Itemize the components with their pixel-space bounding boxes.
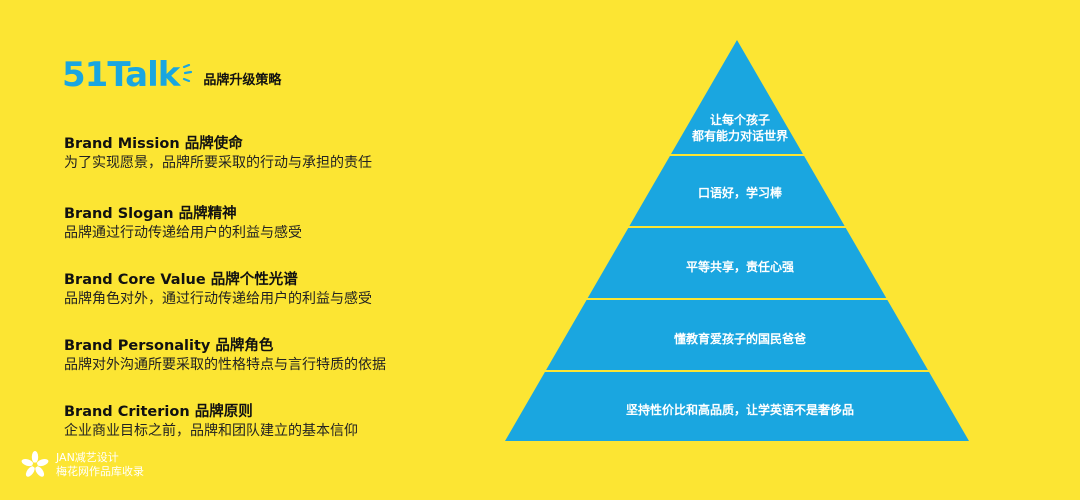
item-description: 品牌角色对外，通过行动传递给用户的利益与感受 xyxy=(64,291,372,307)
watermark-text: JAN减艺设计 梅花网作品库收录 xyxy=(56,451,144,479)
list-item-criterion: Brand Criterion 品牌原则 企业商业目标之前，品牌和团队建立的基本… xyxy=(64,403,358,440)
item-description: 为了实现愿景，品牌所要采取的行动与承担的责任 xyxy=(64,155,372,171)
pyramid-tier-2-label: 口语好，学习棒 xyxy=(697,186,782,200)
list-item-slogan: Brand Slogan 品牌精神 品牌通过行动传递给用户的利益与感受 xyxy=(64,205,302,242)
brand-logo: 51Talk xyxy=(62,55,180,95)
item-title: Brand Personality 品牌角色 xyxy=(64,338,274,354)
item-title: Brand Slogan 品牌精神 xyxy=(64,206,237,222)
brand-header: 51Talk 品牌升级策略 xyxy=(62,58,281,92)
pyramid-shape xyxy=(505,40,969,441)
list-item-mission: Brand Mission 品牌使命 为了实现愿景，品牌所要采取的行动与承担的责… xyxy=(64,135,372,172)
pyramid-tier-3-label: 平等共享，责任心强 xyxy=(685,260,794,274)
pyramid-tier-1-label: 让每个孩子 都有能力对话世界 xyxy=(560,112,920,144)
watermark-line: JAN减艺设计 xyxy=(56,451,119,464)
pyramid-tier-5-label: 坚持性价比和高品质，让学英语不是奢侈品 xyxy=(625,403,854,417)
list-item-personality: Brand Personality 品牌角色 品牌对外沟通所要采取的性格特点与言… xyxy=(64,337,386,374)
item-description: 企业商业目标之前，品牌和团队建立的基本信仰 xyxy=(64,423,358,439)
watermark: JAN减艺设计 梅花网作品库收录 xyxy=(20,450,144,480)
pyramid-tier-4-label: 懂教育爱孩子的国民爸爸 xyxy=(673,332,806,346)
flower-logo-icon xyxy=(21,451,49,477)
item-description: 品牌通过行动传递给用户的利益与感受 xyxy=(64,225,302,241)
brand-subtitle: 品牌升级策略 xyxy=(203,73,282,88)
item-title: Brand Mission 品牌使命 xyxy=(64,136,243,152)
item-description: 品牌对外沟通所要采取的性格特点与言行特质的依据 xyxy=(64,357,386,373)
item-title: Brand Criterion 品牌原则 xyxy=(64,404,253,420)
item-title: Brand Core Value 品牌个性光谱 xyxy=(64,272,298,288)
tier-line: 让每个孩子 xyxy=(709,113,770,127)
watermark-line: 梅花网作品库收录 xyxy=(56,465,144,478)
smile-icon xyxy=(183,64,193,82)
list-item-core-value: Brand Core Value 品牌个性光谱 品牌角色对外，通过行动传递给用户… xyxy=(64,271,372,308)
tier-line: 都有能力对话世界 xyxy=(691,129,788,143)
